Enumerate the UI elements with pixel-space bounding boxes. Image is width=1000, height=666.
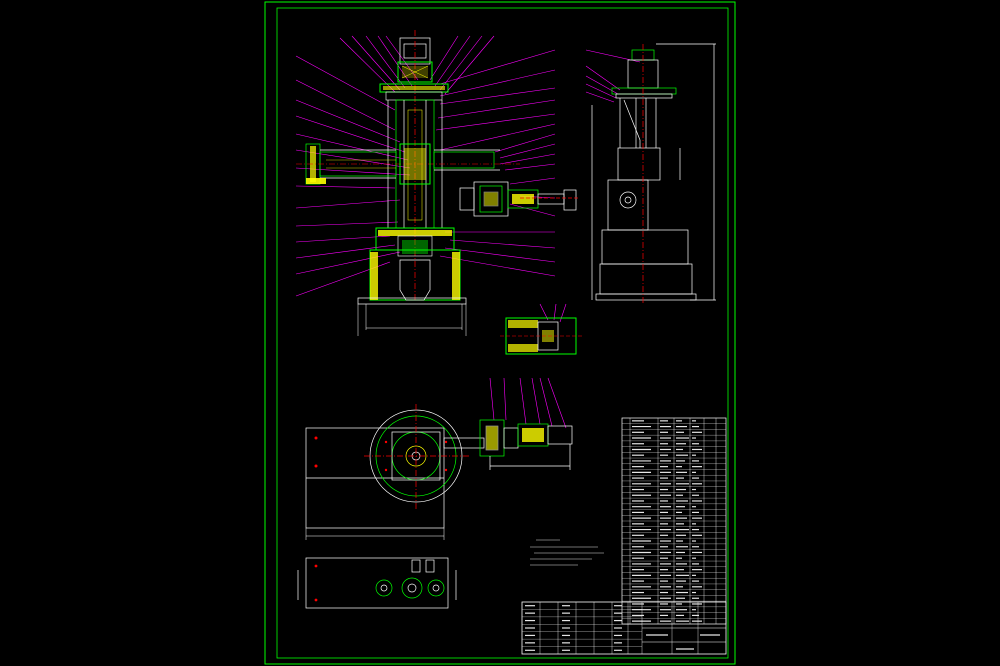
leader-lines-top [339,35,495,95]
arm-joint [399,143,431,185]
plan-view [305,377,573,540]
parts-list-table [621,417,727,625]
plan-hole-marks [314,436,448,472]
gripper-unit [459,181,580,217]
front-section-view [295,30,580,336]
leader-lines-right [435,49,556,277]
base-plate-view [297,557,457,609]
technical-notes [530,539,604,566]
title-block [521,601,727,655]
side-view [585,43,716,304]
sheet-frame [264,1,736,665]
base-dimension [357,304,467,336]
robot-base [357,227,467,305]
plan-dimension [305,528,445,540]
detail-section [500,303,582,355]
top-coupling [397,61,433,83]
horizontal-arm [296,143,520,185]
top-motor [399,30,431,300]
